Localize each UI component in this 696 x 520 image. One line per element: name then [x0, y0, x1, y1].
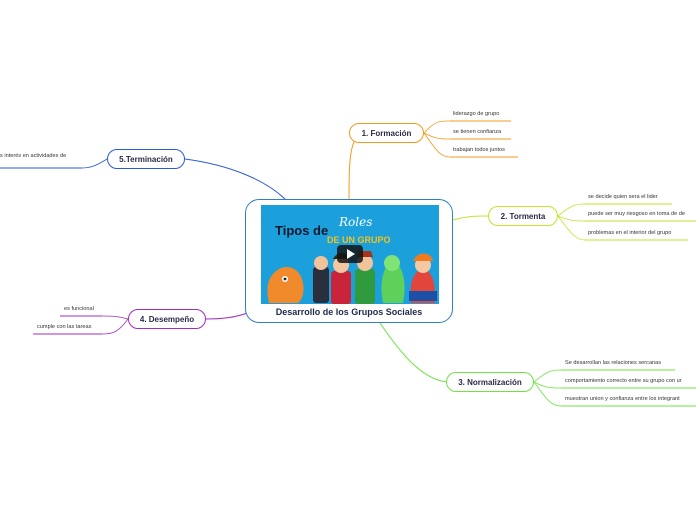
subtopic-tormenta-1[interactable]: se decide quien sera el lider — [588, 194, 658, 200]
topic-desempeno[interactable]: 4. Desempeño — [128, 309, 206, 329]
subtopic-formacion-2[interactable]: se tienen confianza — [453, 129, 502, 135]
subtopic-terminacion-1[interactable]: s interés en actividades de — [0, 153, 67, 159]
connector-formacion — [348, 139, 356, 200]
topic-terminacion[interactable]: 5.Terminación — [107, 149, 185, 169]
topic-formacion[interactable]: 1. Formación — [349, 123, 424, 143]
subtopic-desempeno-2[interactable]: cumple con las tareas — [37, 324, 92, 330]
play-icon[interactable] — [337, 245, 363, 263]
connector-desempeno — [205, 311, 251, 320]
central-title: Desarrollo de los Grupos Sociales — [275, 307, 423, 317]
central-topic[interactable]: Tipos de Roles DE UN GRUPO Desarrollo de… — [245, 199, 453, 323]
topic-tormenta[interactable]: 2. Tormenta — [488, 206, 558, 226]
subtopic-formacion-1[interactable]: liderazgo de grupo — [453, 111, 500, 117]
subtopic-tormenta-3[interactable]: problemas en el interior del grupo — [588, 230, 672, 236]
thumbnail-title-1: Tipos de — [275, 223, 329, 238]
thumbnail-title-3: DE UN GRUPO — [327, 235, 391, 245]
topic-formacion-label: 1. Formación — [361, 128, 412, 138]
topic-desempeno-label: 4. Desempeño — [139, 314, 195, 324]
connector-terminacion — [184, 158, 286, 200]
cartoon-characters-illustration — [267, 251, 437, 304]
connector-normalizacion — [379, 322, 447, 383]
connector-tormenta — [452, 215, 489, 221]
subtopic-normalizacion-3[interactable]: muestran union y confianza entre los int… — [565, 396, 680, 402]
topic-terminacion-label: 5.Terminación — [119, 154, 173, 164]
subtopic-formacion-3[interactable]: trabajan todos juntos — [453, 147, 505, 153]
thumbnail-title-2: Roles — [339, 215, 373, 229]
subtopic-desempeno-1[interactable]: es funcional — [64, 306, 94, 312]
video-thumbnail[interactable]: Tipos de Roles DE UN GRUPO — [261, 205, 439, 304]
subtopic-normalizacion-2[interactable]: comportamiento correcto entre su grupo c… — [565, 378, 682, 384]
subtopic-tormenta-2[interactable]: puede ser muy riesgoso en toma de de — [588, 211, 686, 217]
topic-tormenta-label: 2. Tormenta — [500, 211, 546, 221]
topic-normalizacion-label: 3. Normalización — [458, 377, 522, 387]
subtopic-normalizacion-1[interactable]: Se desarrollan las relaciones sercanas — [565, 360, 662, 366]
topic-normalizacion[interactable]: 3. Normalización — [446, 372, 534, 392]
